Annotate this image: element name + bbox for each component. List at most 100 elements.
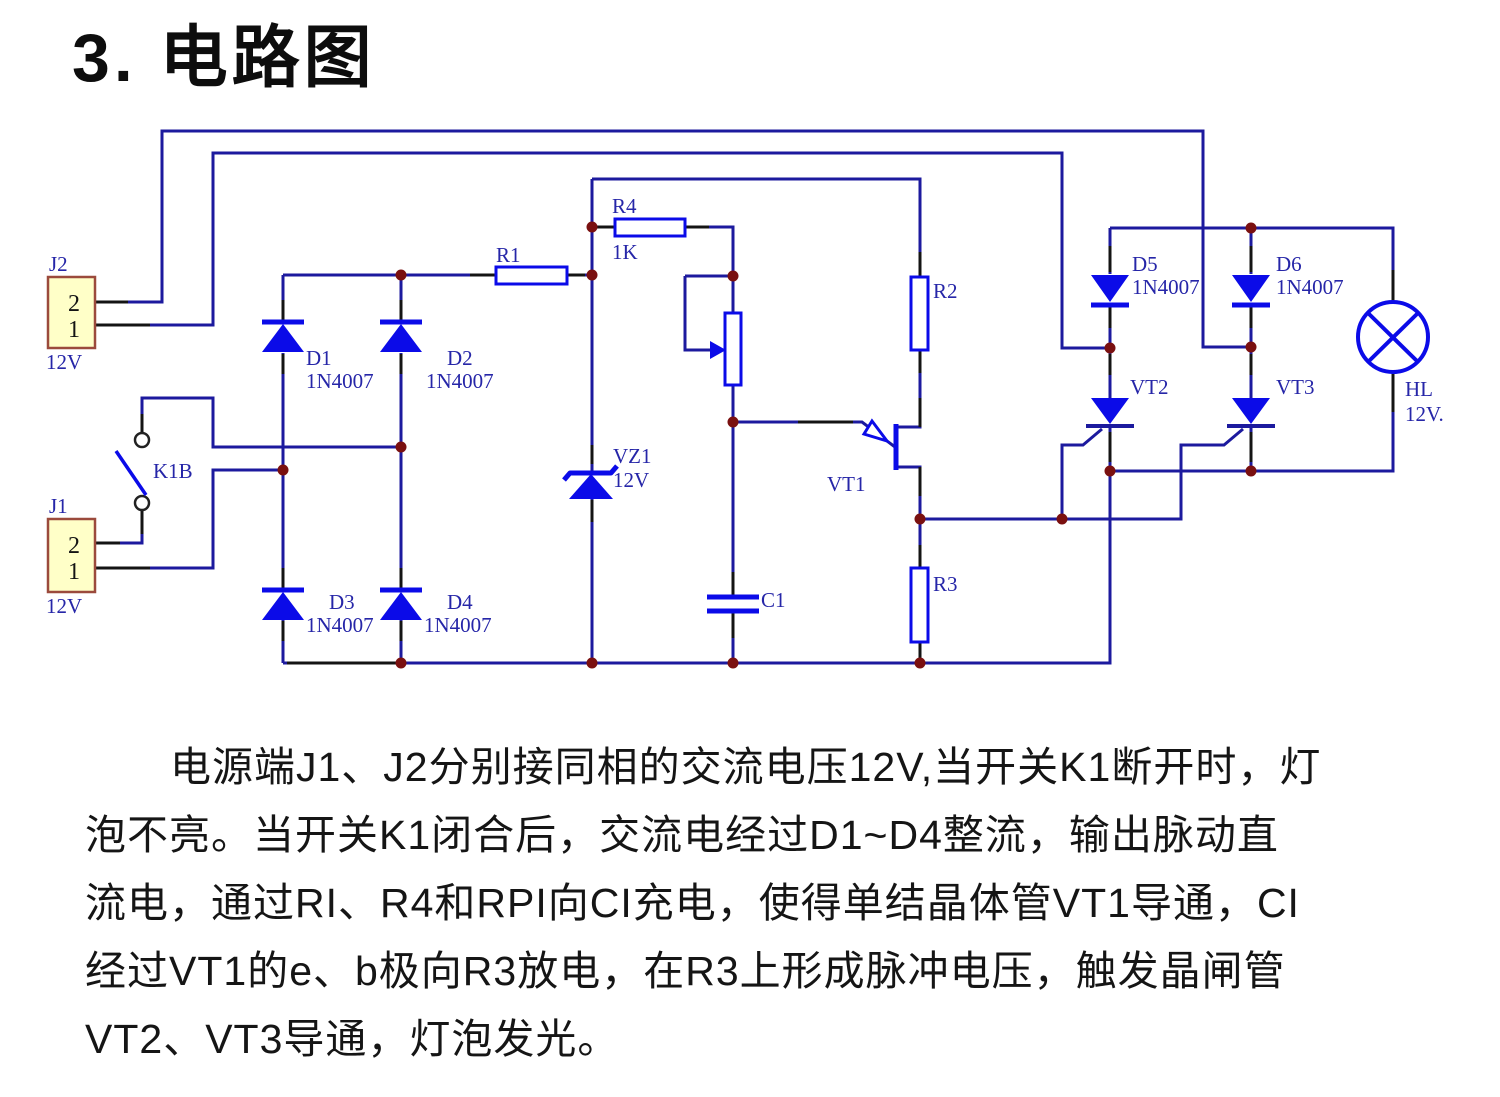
resistor-r2: R2 xyxy=(909,275,958,352)
diode-d3-symbol xyxy=(262,592,304,620)
diode-d4-symbol xyxy=(380,592,422,620)
zener-vz1-cathode-bar xyxy=(562,464,619,482)
wires xyxy=(95,129,1395,665)
thyristor-vt3: VT3 xyxy=(1227,375,1315,428)
wire-top-to-r2 xyxy=(592,177,922,277)
wire-j2pin2-to-vt3-anode xyxy=(95,129,1251,349)
zener-vz1-ref: VZ1 xyxy=(613,444,652,468)
thyristor-vt2-symbol xyxy=(1091,398,1129,424)
wire-gate-branch-vt2 xyxy=(1060,427,1103,519)
connector-j2-pin2-label: 2 xyxy=(68,291,80,317)
resistor-r3: R3 xyxy=(909,566,958,644)
diode-d2: D2 1N4007 xyxy=(380,319,494,393)
diode-d1-ref: D1 xyxy=(306,346,332,370)
lamp-hl-cross-2 xyxy=(1366,311,1420,364)
diode-d1-part: 1N4007 xyxy=(306,369,374,393)
diode-d5-ref: D5 xyxy=(1132,252,1158,276)
junction-dot xyxy=(727,416,739,428)
wire-j2pin1-to-vt2-anode xyxy=(95,151,1110,350)
resistor-r1-body xyxy=(494,265,569,286)
description-line-5: VT2、VT3导通，灯泡发光。 xyxy=(85,1016,620,1062)
resistor-r3-ref: R3 xyxy=(933,572,958,596)
description-paragraph: 电源端J1、J2分别接同相的交流电压12V,当开关K1断开时，灯 泡不亮。当开关… xyxy=(85,733,1430,1073)
junction-dot xyxy=(395,269,407,281)
diode-d2-part: 1N4007 xyxy=(426,369,494,393)
connector-j2-body xyxy=(46,275,97,350)
wire-pot-top-and-wiper xyxy=(683,274,735,352)
circuit-diagram: 2 1 J2 12V 2 1 J1 12V K1B D1 1N4007 D2 1… xyxy=(46,129,1444,669)
connector-j1-pin2-label: 2 xyxy=(68,533,80,559)
connector-j2-voltage: 12V xyxy=(46,350,82,374)
connector-j1-pin1-label: 1 xyxy=(68,559,80,585)
diode-d3-part: 1N4007 xyxy=(306,613,374,637)
junction-dot xyxy=(914,657,926,669)
potentiometer-rp1-body xyxy=(723,311,743,387)
lead-stubs xyxy=(95,225,1395,665)
resistor-r1: R1 xyxy=(494,243,569,286)
switch-k1b-terminal-bottom xyxy=(133,494,151,512)
capacitor-c1-ref: C1 xyxy=(761,588,786,612)
junction-dot xyxy=(914,513,926,525)
junction-dot xyxy=(586,221,598,233)
wire-vt1-b1 xyxy=(896,465,922,519)
capacitor-c1: C1 xyxy=(707,588,786,614)
description-line-1: 电源端J1、J2分别接同相的交流电压12V,当开关K1断开时，灯 xyxy=(170,744,1322,790)
diode-d5: D5 1N4007 xyxy=(1091,252,1200,308)
junction-dot xyxy=(727,657,739,669)
resistor-r1-ref: R1 xyxy=(496,243,521,267)
switch-k1b: K1B xyxy=(114,431,193,512)
resistor-r4-value: 1K xyxy=(612,240,638,264)
diode-d6-ref: D6 xyxy=(1276,252,1302,276)
junction-dot xyxy=(1245,341,1257,353)
zener-vz1-value: 12V xyxy=(613,468,649,492)
switch-k1b-lever xyxy=(114,450,148,496)
page-title: 3. 电路图 xyxy=(72,20,376,96)
junction-dot xyxy=(586,657,598,669)
description-line-3: 流电，通过RI、R4和RPI向CI充电，使得单结晶体管VT1导通，CI xyxy=(85,880,1300,926)
connector-j1-ref: J1 xyxy=(49,494,68,518)
junction-dot xyxy=(727,270,739,282)
thyristor-vt2-ref: VT2 xyxy=(1130,375,1169,399)
connector-j1: 2 1 J1 12V xyxy=(46,494,97,618)
lamp-hl-ref: HL xyxy=(1405,377,1433,401)
resistor-r2-ref: R2 xyxy=(933,279,958,303)
diode-d3: D3 1N4007 xyxy=(262,587,374,637)
connector-j2: 2 1 J2 12V xyxy=(46,252,97,374)
lamp-hl: HL 12V. xyxy=(1356,300,1444,426)
junction-dot xyxy=(1245,222,1257,234)
junction-dot xyxy=(1056,513,1068,525)
resistor-r4: R4 1K xyxy=(612,194,687,264)
lamp-hl-voltage: 12V. xyxy=(1405,402,1444,426)
resistor-r3-body xyxy=(909,566,930,644)
description-line-4: 经过VT1的e、b极向R3放电，在R3上形成脉冲电压，触发晶闸管 xyxy=(85,948,1286,994)
diode-d6-symbol xyxy=(1232,275,1270,302)
junction-dot xyxy=(1104,465,1116,477)
connector-j1-voltage: 12V xyxy=(46,594,82,618)
diode-d6-part: 1N4007 xyxy=(1276,275,1344,299)
connector-j2-ref: J2 xyxy=(49,252,68,276)
diode-d4-ref: D4 xyxy=(447,590,473,614)
wire-j1pin1-to-bridge-ac1 xyxy=(95,468,283,570)
resistor-r4-body xyxy=(613,217,687,238)
junction-dot xyxy=(1104,342,1116,354)
switch-k1b-terminal-top xyxy=(133,431,151,449)
thyristor-vt2: VT2 xyxy=(1086,375,1169,428)
potentiometer-rp1 xyxy=(710,311,743,387)
resistor-r2-body xyxy=(909,275,930,352)
diode-d3-ref: D3 xyxy=(329,590,355,614)
diode-d2-ref: D2 xyxy=(447,346,473,370)
wire-switch-to-bridge-ac2 xyxy=(140,396,401,449)
thyristor-vt3-ref: VT3 xyxy=(1276,375,1315,399)
wire-j1pin2-to-switch xyxy=(95,511,144,545)
junction-dot xyxy=(395,657,407,669)
resistor-r4-ref: R4 xyxy=(612,194,637,218)
junction-dot xyxy=(586,269,598,281)
switch-k1b-ref: K1B xyxy=(153,459,193,483)
zener-vz1-symbol xyxy=(569,474,613,499)
diode-d5-symbol xyxy=(1091,275,1129,302)
junction-dot xyxy=(277,464,289,476)
diode-d5-part: 1N4007 xyxy=(1132,275,1200,299)
zener-vz1: VZ1 12V xyxy=(562,444,652,499)
potentiometer-rp1-wiper-arrow xyxy=(710,341,726,359)
transistor-vt1: VT1 xyxy=(827,418,899,496)
